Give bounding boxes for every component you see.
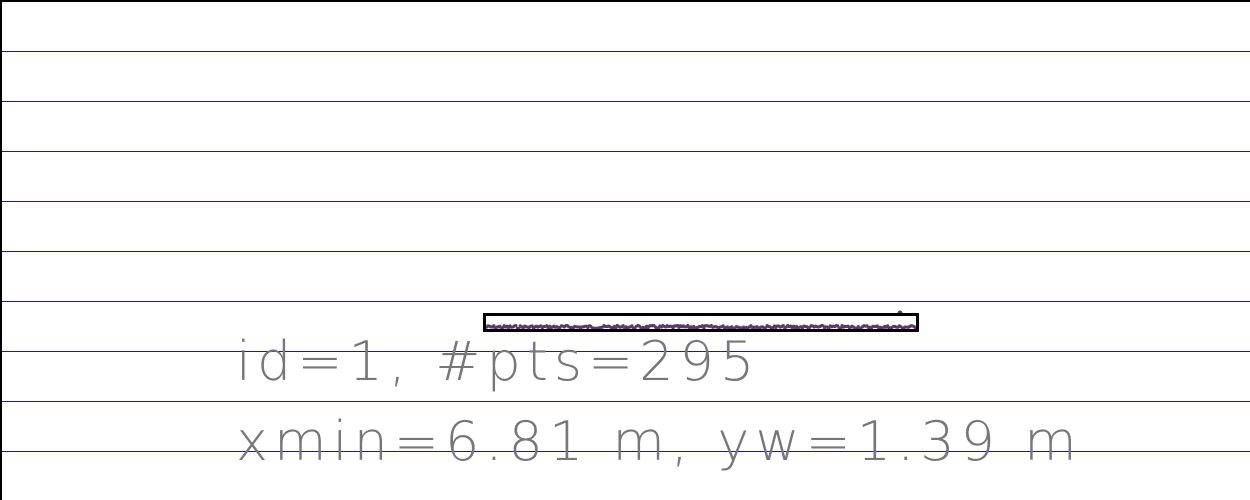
scan-point [838,326,843,330]
scan-point [875,324,879,328]
scan-point [545,324,549,328]
grid-line [2,251,1250,252]
scan-point [621,324,625,328]
cluster-bounding-box[interactable] [483,313,919,332]
grid-line [2,301,1250,302]
grid-line [2,351,1250,352]
scan-point [827,326,831,330]
grid-line [2,51,1250,52]
cluster-extent-label: xmin=6.81 m, yw=1.39 m [236,410,1083,473]
grid-line [2,201,1250,202]
grid-line [2,151,1250,152]
scan-point [781,323,785,328]
grid-line [2,401,1250,402]
scan-point [492,324,496,328]
scan-point [702,326,706,330]
cluster-id-label: id=1, #pts=295 [236,330,761,393]
scan-point [700,324,705,328]
grid-line [2,451,1250,452]
scan-point [749,324,753,328]
scan-point-cloud [483,310,919,331]
scan-point [721,324,725,328]
grid-line [2,101,1250,102]
scan-point [530,324,534,328]
scan-point [514,324,518,328]
